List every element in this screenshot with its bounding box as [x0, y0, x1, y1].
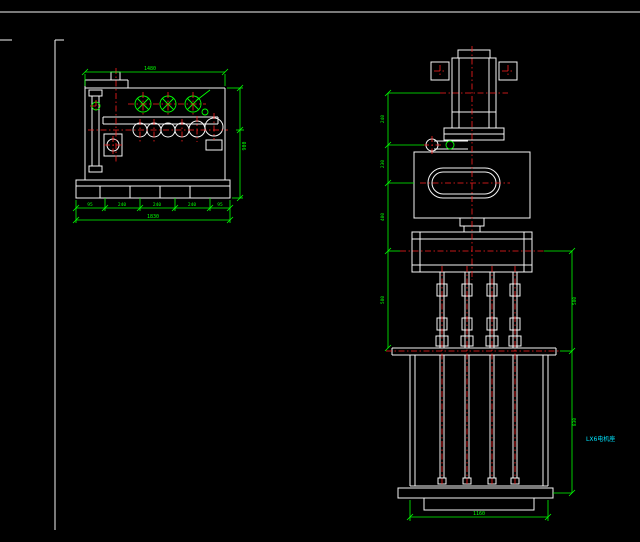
- dim-label: 95: [217, 202, 223, 208]
- side-view-geometry: [391, 49, 557, 511]
- front-view-dimension-lines: [72, 68, 244, 224]
- base-plate: [75, 179, 231, 199]
- dim-label: 580: [572, 297, 578, 305]
- arm-pin: [445, 140, 455, 150]
- side-view-dimension-lines: [384, 89, 576, 521]
- dim-label: 830: [572, 418, 578, 426]
- dim-label: 240: [380, 115, 386, 123]
- dim-label: 900: [242, 141, 248, 150]
- side-view-centerlines: [386, 46, 560, 485]
- dim-label: 1830: [147, 214, 159, 220]
- tank-flange: [397, 487, 554, 499]
- front-view-centerlines: [88, 68, 228, 162]
- dim-label: 1160: [473, 511, 485, 517]
- dim-label: 240: [188, 202, 196, 208]
- front-view-geometry: [75, 71, 231, 199]
- annotation-note: LX6电机座: [586, 435, 615, 443]
- dim-label: 580: [380, 296, 386, 304]
- side-view-green-details: [445, 140, 455, 150]
- mount-pad-left: [430, 61, 450, 81]
- tank-base: [423, 497, 535, 511]
- front-view-pulleys: [91, 89, 211, 116]
- drawing-border: [0, 11, 640, 530]
- front-view-dimension-labels: 1480 95 240 240 240 95 1830 900: [87, 66, 248, 220]
- motor-cap: [457, 49, 491, 59]
- column-cap: [88, 89, 103, 97]
- side-bracket: [205, 139, 223, 151]
- dim-label: 240: [153, 202, 161, 208]
- dim-label: 95: [87, 202, 93, 208]
- top-knob: [110, 71, 121, 81]
- mount-pad-right: [498, 61, 518, 81]
- dim-label: 240: [118, 202, 126, 208]
- column-foot: [88, 165, 103, 173]
- leader-line: [196, 89, 211, 101]
- dim-label: 1480: [144, 66, 156, 72]
- dim-label: 400: [380, 213, 386, 221]
- dim-label: 230: [380, 160, 386, 168]
- side-view-dimension-labels: 240 230 400 580 580 830 1160: [380, 115, 578, 517]
- pin-circle: [201, 108, 209, 116]
